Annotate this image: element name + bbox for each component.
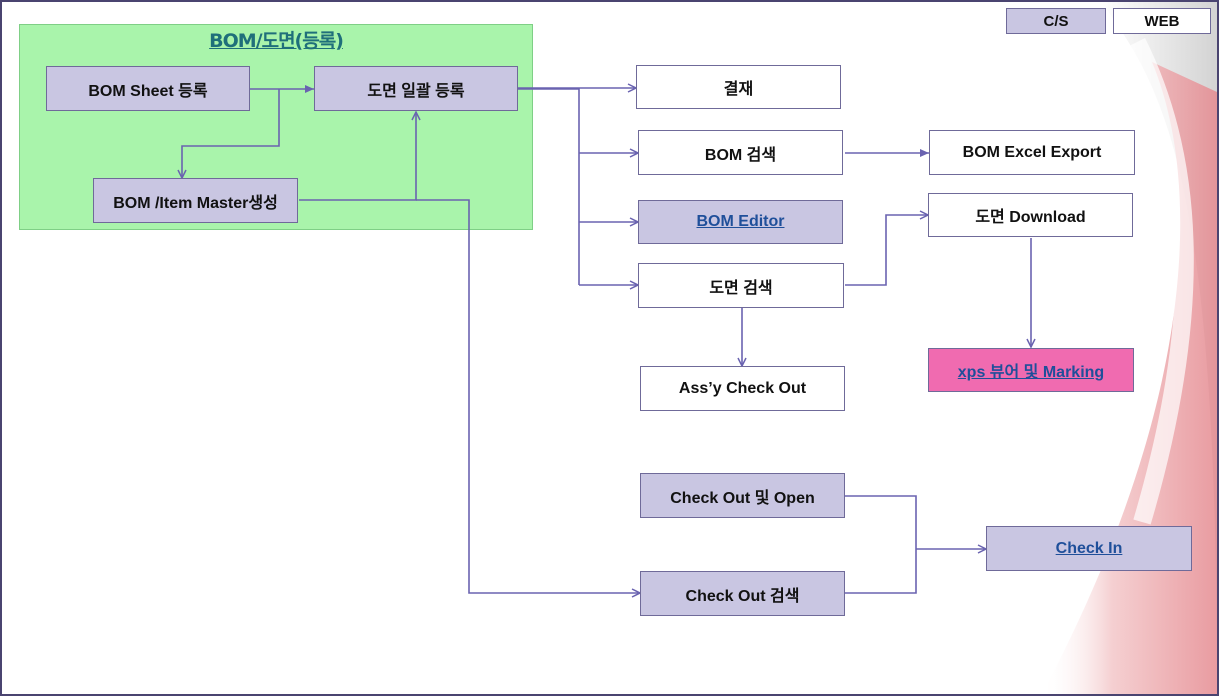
node-xps-viewer[interactable]: xps 뷰어 및 Marking <box>928 348 1134 392</box>
node-drawing-search[interactable]: 도면 검색 <box>638 263 844 308</box>
edge-master-to-bulk <box>299 112 416 201</box>
node-bom-excel-export[interactable]: BOM Excel Export <box>929 130 1135 175</box>
edge-search-to-download <box>845 215 928 286</box>
edge-open-to-checkin <box>845 495 917 594</box>
node-checkout-search[interactable]: Check Out 검색 <box>640 571 845 616</box>
node-bom-editor[interactable]: BOM Editor <box>638 200 843 244</box>
edge-master-to-checkout-search <box>416 199 640 593</box>
edge-sheet-to-master <box>182 89 280 178</box>
node-checkout-open[interactable]: Check Out 및 Open <box>640 473 845 518</box>
node-bom-sheet[interactable]: BOM Sheet 등록 <box>46 66 250 111</box>
node-approval[interactable]: 결재 <box>636 65 841 109</box>
node-checkin[interactable]: Check In <box>986 526 1192 571</box>
group-title: BOM/도면(등록) <box>209 30 344 52</box>
node-bom-search[interactable]: BOM 검색 <box>638 130 843 175</box>
node-drawing-download[interactable]: 도면 Download <box>928 193 1133 237</box>
legend-cs: C/S <box>1006 8 1106 34</box>
edge-bulk-trunk <box>518 88 580 285</box>
node-assy-checkout[interactable]: Ass’y Check Out <box>640 366 845 411</box>
node-drawing-bulk-register[interactable]: 도면 일괄 등록 <box>314 66 518 111</box>
legend-web: WEB <box>1113 8 1211 34</box>
node-item-master[interactable]: BOM /Item Master생성 <box>93 178 298 223</box>
